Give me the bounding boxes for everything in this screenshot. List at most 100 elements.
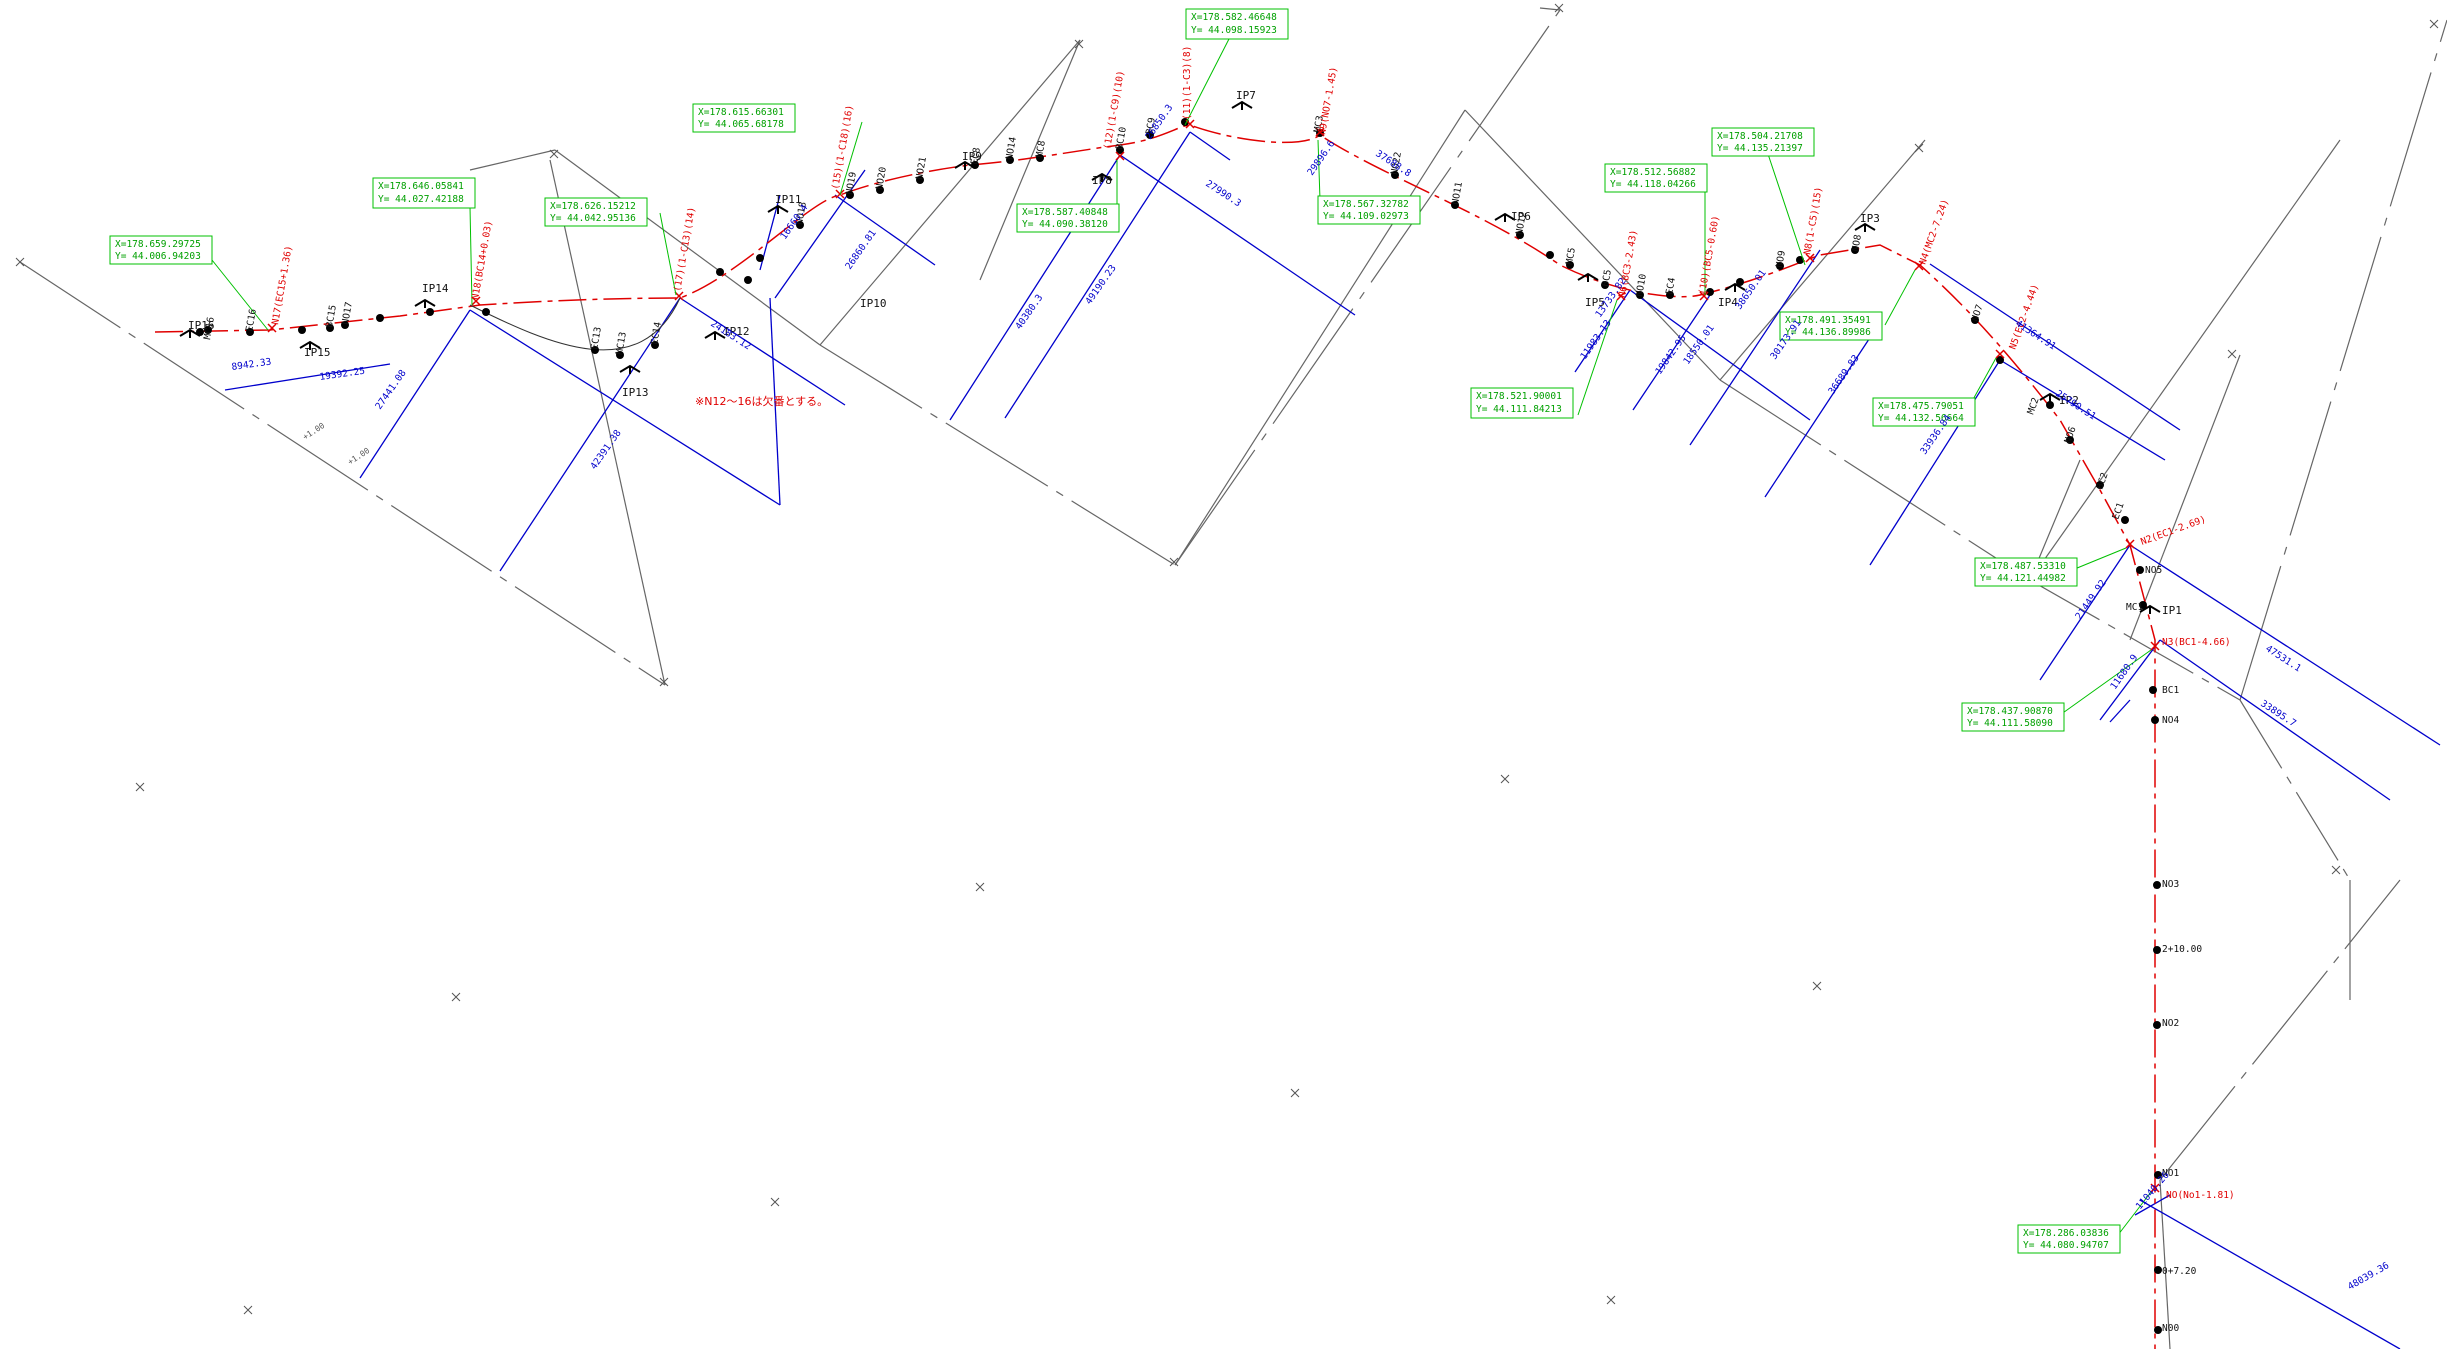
- svg-text:X=178.475.79051: X=178.475.79051: [1878, 401, 1964, 412]
- svg-text:IP4: IP4: [1718, 296, 1738, 309]
- svg-text:MC13: MC13: [614, 331, 629, 355]
- svg-text:NO17: NO17: [340, 301, 355, 325]
- svg-text:Y= 44.111.84213: Y= 44.111.84213: [1476, 404, 1562, 415]
- svg-text:40380.3: 40380.3: [1013, 293, 1045, 332]
- svg-text:NO3: NO3: [2162, 879, 2179, 890]
- coord-box: X=178.286.03836 Y= 44.080.94707: [2017, 1224, 2121, 1254]
- svg-text:BC2: BC2: [2094, 471, 2110, 491]
- svg-text:(11)(1-C3)(8): (11)(1-C3)(8): [1182, 46, 1193, 120]
- svg-text:NO9: NO9: [1774, 249, 1788, 268]
- coord-box: X=178.475.79051 Y= 44.132.56664: [1872, 397, 1976, 427]
- coord-box: X=178.491.35491 Y= 44.136.89986: [1779, 311, 1883, 341]
- svg-text:NO10: NO10: [1634, 273, 1649, 298]
- dimension-labels: 47531.1 33895.7 11680.9 21449.92 33936.8…: [231, 103, 2391, 1293]
- svg-text:NO22: NO22: [1389, 151, 1404, 175]
- svg-text:Y= 44.065.68178: Y= 44.065.68178: [698, 119, 784, 130]
- svg-text:NO18: NO18: [794, 201, 809, 226]
- svg-text:BC5: BC5: [1600, 269, 1614, 288]
- svg-text:IP3: IP3: [1860, 212, 1880, 225]
- coord-box: X=178.487.53310 Y= 44.121.44982: [1974, 557, 2078, 587]
- svg-text:IP8: IP8: [1092, 174, 1112, 187]
- svg-text:NO19: NO19: [844, 171, 859, 196]
- svg-text:Y= 44.136.89986: Y= 44.136.89986: [1785, 327, 1871, 338]
- svg-text:X=178.582.46648: X=178.582.46648: [1191, 12, 1277, 23]
- ip-symbols: [179, 100, 2161, 614]
- svg-text:X=178.512.56882: X=178.512.56882: [1610, 167, 1696, 178]
- svg-text:NO21: NO21: [914, 156, 929, 181]
- svg-text:X=178.487.53310: X=178.487.53310: [1980, 561, 2066, 572]
- svg-text:IP13: IP13: [622, 386, 649, 399]
- svg-text:Y= 44.109.02973: Y= 44.109.02973: [1323, 211, 1409, 222]
- svg-text:27990.3: 27990.3: [1203, 178, 1243, 209]
- svg-text:MC16: MC16: [202, 316, 217, 341]
- grid-crosses: [15, 3, 2439, 1315]
- svg-text:X=178.504.21708: X=178.504.21708: [1717, 131, 1803, 142]
- coord-box: X=178.646.05841 Y= 44.027.42188: [372, 177, 476, 209]
- svg-text:EC16: EC16: [244, 308, 259, 333]
- svg-text:19842.95: 19842.95: [1653, 333, 1688, 377]
- note-text: ※N12～16は欠番とする。: [695, 394, 828, 408]
- svg-text:X=178.521.90001: X=178.521.90001: [1476, 391, 1562, 402]
- svg-text:N00: N00: [2162, 1323, 2179, 1334]
- svg-text:NO2: NO2: [2162, 1018, 2179, 1029]
- svg-text:N17(EC15+1.36): N17(EC15+1.36): [270, 245, 295, 326]
- svg-text:11983.13: 11983.13: [1578, 318, 1613, 362]
- dimension-lines: [224, 131, 2441, 1349]
- svg-text:MC2: MC2: [2025, 396, 2041, 416]
- svg-text:NO8: NO8: [1850, 233, 1864, 252]
- svg-text:EC14: EC14: [649, 321, 664, 346]
- coord-box: X=178.582.46648 Y= 44.098.15923: [1185, 8, 1289, 40]
- svg-text:38650.01: 38650.01: [1733, 268, 1768, 312]
- svg-text:IP11: IP11: [775, 193, 802, 206]
- svg-text:27441.08: 27441.08: [373, 368, 408, 412]
- svg-text:N4(MC2-7.24): N4(MC2-7.24): [1917, 198, 1951, 266]
- svg-text:47531.1: 47531.1: [2263, 643, 2303, 674]
- svg-text:Y= 44.121.44982: Y= 44.121.44982: [1980, 573, 2066, 584]
- svg-text:NO14: NO14: [1004, 136, 1019, 161]
- svg-text:29896.6: 29896.6: [1305, 138, 1337, 177]
- svg-text:N8(1-C5)(15): N8(1-C5)(15): [1802, 186, 1825, 256]
- ip-markers: [267, 119, 2160, 1193]
- svg-text:26860.81: 26860.81: [843, 228, 878, 272]
- svg-text:+1.00: +1.00: [346, 446, 371, 467]
- svg-text:N2(EC1-2.69): N2(EC1-2.69): [2139, 514, 2207, 548]
- station-points: [196, 118, 2162, 1334]
- svg-text:NO11: NO11: [1450, 181, 1465, 206]
- svg-text:IP1: IP1: [2162, 604, 2182, 617]
- svg-text:Y= 44.090.38120: Y= 44.090.38120: [1022, 219, 1108, 230]
- svg-text:(17)(1-C13)(14): (17)(1-C13)(14): [672, 206, 698, 292]
- svg-text:Y= 44.135.21397: Y= 44.135.21397: [1717, 143, 1803, 154]
- coord-box: X=178.504.21708 Y= 44.135.21397: [1711, 127, 1815, 157]
- svg-text:2+10.00: 2+10.00: [2162, 944, 2202, 955]
- svg-text:BC10: BC10: [1114, 126, 1129, 151]
- svg-text:EC13: EC13: [589, 326, 604, 350]
- svg-text:IP5: IP5: [1585, 296, 1605, 309]
- svg-text:MC3: MC3: [1312, 115, 1326, 134]
- svg-text:X=178.437.90870: X=178.437.90870: [1967, 706, 2053, 717]
- svg-text:X=178.615.66301: X=178.615.66301: [698, 107, 784, 118]
- svg-text:X=178.286.03836: X=178.286.03836: [2023, 1228, 2109, 1239]
- svg-text:NO12: NO12: [1514, 211, 1529, 235]
- svg-text:19392.25: 19392.25: [319, 366, 366, 383]
- svg-text:X=178.659.29725: X=178.659.29725: [115, 239, 201, 250]
- svg-text:BC1: BC1: [2162, 685, 2179, 696]
- svg-text:NO1: NO1: [2162, 1168, 2179, 1179]
- svg-text:N18(BC14+0.03): N18(BC14+0.03): [470, 220, 495, 301]
- svg-text:Y= 44.098.15923: Y= 44.098.15923: [1191, 25, 1277, 36]
- svg-text:X=178.491.35491: X=178.491.35491: [1785, 315, 1871, 326]
- svg-text:Y= 44.111.58090: Y= 44.111.58090: [1967, 718, 2053, 729]
- svg-text:36689.83: 36689.83: [1826, 353, 1861, 397]
- svg-text:MC8: MC8: [1034, 139, 1048, 158]
- svg-text:BC15: BC15: [324, 304, 339, 328]
- coord-box: X=178.512.56882 Y= 44.118.04266: [1604, 163, 1708, 193]
- svg-text:IP7: IP7: [1236, 89, 1256, 102]
- svg-text:MC5: MC5: [1564, 247, 1578, 266]
- svg-text:X=178.646.05841: X=178.646.05841: [378, 181, 464, 192]
- svg-text:IP10: IP10: [860, 297, 887, 310]
- svg-text:IP12: IP12: [723, 325, 750, 338]
- coord-box: X=178.567.32782 Y= 44.109.02973: [1317, 195, 1421, 225]
- svg-text:Y= 44.027.42188: Y= 44.027.42188: [378, 194, 464, 205]
- grid-mark-labels: +1.00 +1.00: [301, 421, 371, 467]
- svg-text:IP9: IP9: [962, 150, 982, 163]
- svg-text:X=178.567.32782: X=178.567.32782: [1323, 199, 1409, 210]
